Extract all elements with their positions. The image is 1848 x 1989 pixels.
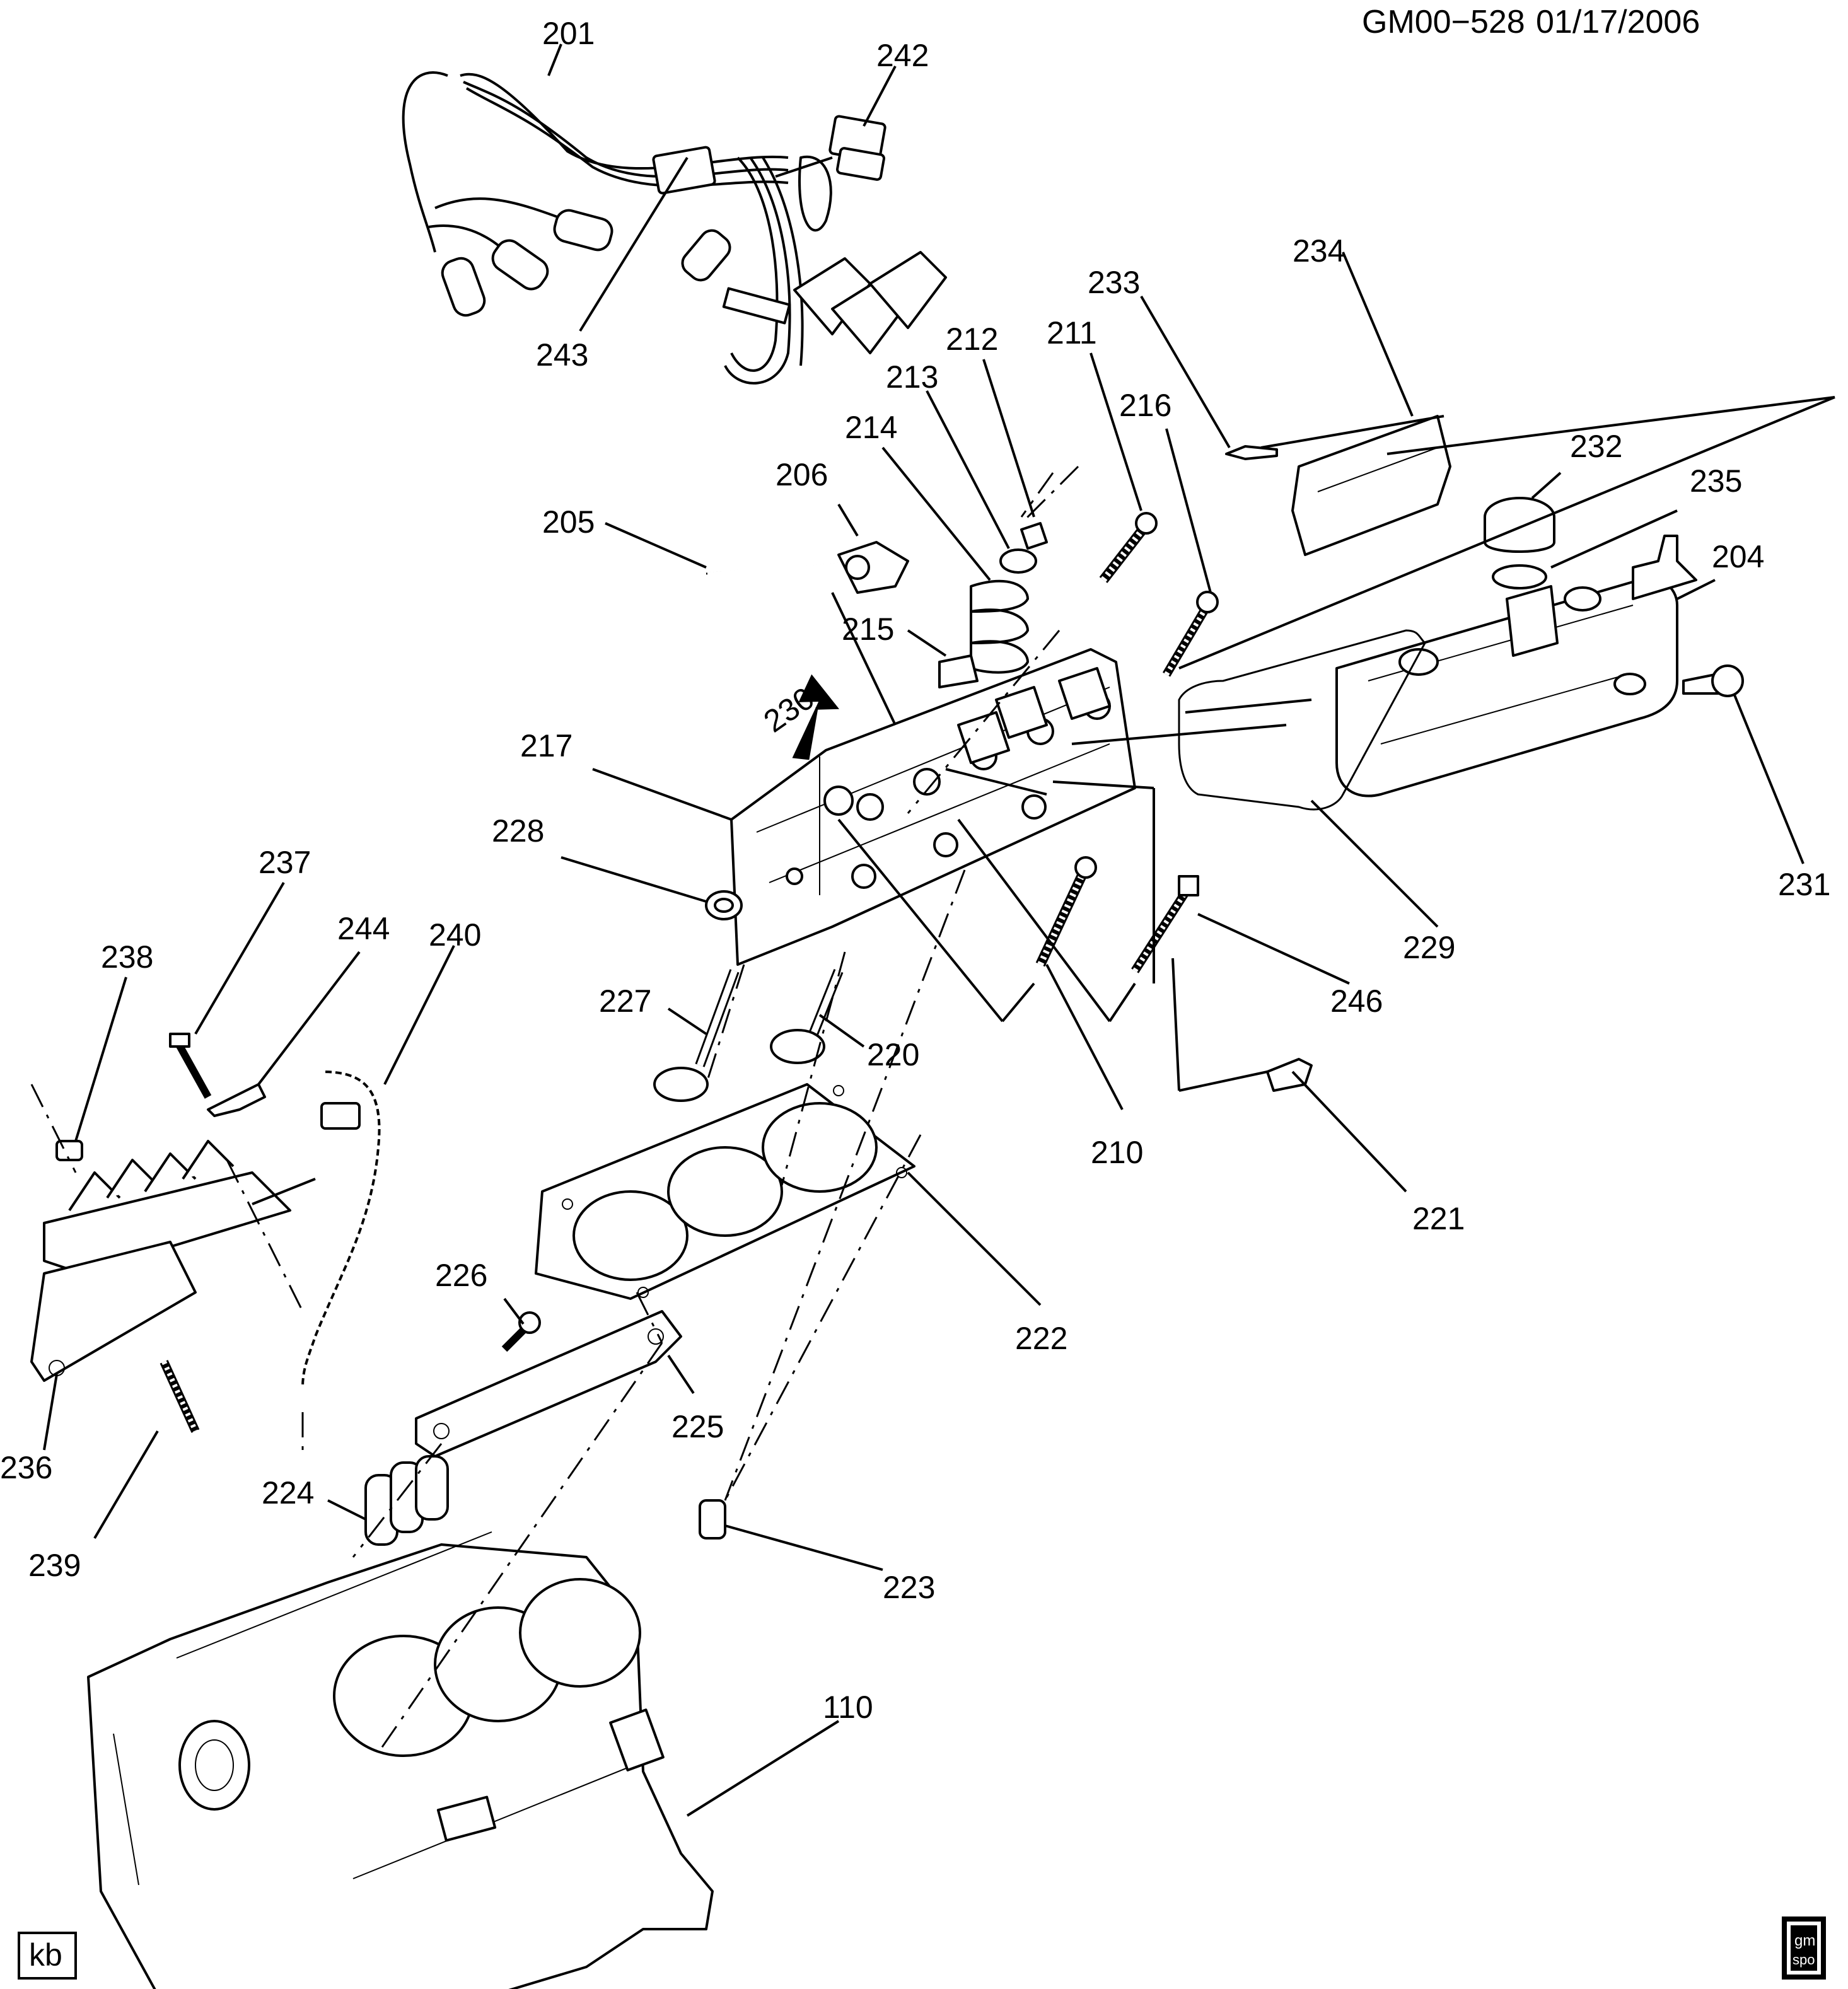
illustrator-initials-box: kb bbox=[18, 1932, 77, 1980]
direction-arrow bbox=[792, 674, 840, 760]
engine-block bbox=[87, 1531, 714, 1989]
coil-wiring-harness bbox=[300, 1069, 382, 1388]
rocker-arm bbox=[837, 541, 909, 594]
callout-204: 204 bbox=[1712, 539, 1764, 574]
callout-220: 220 bbox=[867, 1037, 919, 1072]
diagram-date: 01/17/2006 bbox=[1536, 4, 1700, 40]
callout-labels: 201 242 243 234 233 211 212 213 216 214 … bbox=[0, 16, 1830, 1725]
valve-spring-cap bbox=[999, 548, 1037, 574]
valve-spring bbox=[970, 579, 1029, 674]
head-bolt bbox=[1035, 856, 1097, 967]
callout-237: 237 bbox=[259, 845, 311, 880]
support-bolt bbox=[501, 1311, 541, 1352]
callout-210: 210 bbox=[1091, 1135, 1143, 1170]
callout-110: 110 bbox=[823, 1690, 873, 1725]
callout-240: 240 bbox=[429, 917, 481, 953]
callout-246: 246 bbox=[1330, 983, 1383, 1019]
illustrator-initials: kb bbox=[29, 1937, 62, 1973]
wire-retainer-clips bbox=[775, 115, 886, 181]
temperature-sensor bbox=[1266, 1058, 1313, 1092]
head-gasket bbox=[535, 1083, 915, 1300]
valve-cover-bolt bbox=[1682, 664, 1744, 697]
callout-223: 223 bbox=[883, 1570, 935, 1605]
small-screw bbox=[1225, 445, 1278, 460]
reference-lines bbox=[252, 396, 1835, 1205]
callout-215: 215 bbox=[842, 612, 894, 647]
callout-212: 212 bbox=[946, 322, 998, 357]
callout-232: 232 bbox=[1570, 429, 1622, 464]
valve-keeper bbox=[1020, 522, 1048, 550]
logo-text-spo: spo bbox=[1793, 1952, 1815, 1968]
leader-lines bbox=[43, 43, 1804, 1817]
callout-205: 205 bbox=[542, 504, 595, 540]
intake-valve bbox=[770, 969, 844, 1064]
cylinder-head bbox=[730, 648, 1136, 966]
callout-229: 229 bbox=[1403, 930, 1455, 965]
coil-bracket bbox=[207, 1083, 266, 1117]
callout-206: 206 bbox=[776, 457, 828, 492]
callout-224: 224 bbox=[262, 1475, 314, 1511]
callout-217: 217 bbox=[520, 728, 572, 763]
callout-244: 244 bbox=[337, 911, 390, 946]
valve-cover-gasket bbox=[1178, 629, 1426, 811]
callout-235: 235 bbox=[1690, 463, 1742, 499]
spark-plug-wire-harness bbox=[402, 71, 947, 385]
callout-216: 216 bbox=[1119, 388, 1171, 423]
callout-231: 231 bbox=[1778, 867, 1830, 902]
callout-201: 201 bbox=[542, 16, 595, 51]
callout-236: 236 bbox=[0, 1450, 52, 1485]
cover-bolt bbox=[1162, 591, 1219, 677]
callout-213: 213 bbox=[886, 359, 938, 395]
callout-234: 234 bbox=[1293, 233, 1345, 269]
callout-242: 242 bbox=[876, 38, 929, 73]
valve-lifters bbox=[364, 1455, 449, 1546]
valve-stem-seal bbox=[938, 654, 979, 688]
coil-stud bbox=[160, 1360, 200, 1433]
ignition-coil-module bbox=[30, 1140, 291, 1382]
callout-225: 225 bbox=[671, 1409, 724, 1444]
logo-text-gm: gm bbox=[1794, 1932, 1815, 1949]
filler-cap-seal bbox=[1492, 564, 1547, 589]
callout-227: 227 bbox=[599, 983, 651, 1019]
gm-spo-logo: gm spo bbox=[1782, 1917, 1826, 1980]
pushrod bbox=[706, 560, 846, 575]
callout-238: 238 bbox=[101, 939, 153, 975]
oil-filler-cap bbox=[1484, 497, 1555, 553]
callout-214: 214 bbox=[845, 410, 897, 445]
assembly-lines bbox=[30, 465, 1079, 1753]
dowel-pin bbox=[699, 1499, 726, 1540]
diagram-code: GM00−528 bbox=[1362, 4, 1525, 40]
callout-211: 211 bbox=[1047, 315, 1097, 351]
rocker-arm-support bbox=[415, 1310, 682, 1458]
callout-239: 239 bbox=[28, 1548, 81, 1583]
plug-seal bbox=[705, 890, 743, 920]
coil-bolt bbox=[169, 1033, 212, 1099]
rocker-arm-bolt bbox=[1099, 512, 1158, 583]
stud bbox=[1131, 875, 1199, 973]
exhaust-valve bbox=[653, 969, 740, 1102]
callout-222: 222 bbox=[1015, 1321, 1067, 1356]
callout-233: 233 bbox=[1088, 265, 1140, 300]
callout-221: 221 bbox=[1412, 1201, 1465, 1236]
callout-243: 243 bbox=[536, 337, 588, 373]
callout-228: 228 bbox=[492, 813, 544, 849]
callout-226: 226 bbox=[435, 1258, 487, 1293]
